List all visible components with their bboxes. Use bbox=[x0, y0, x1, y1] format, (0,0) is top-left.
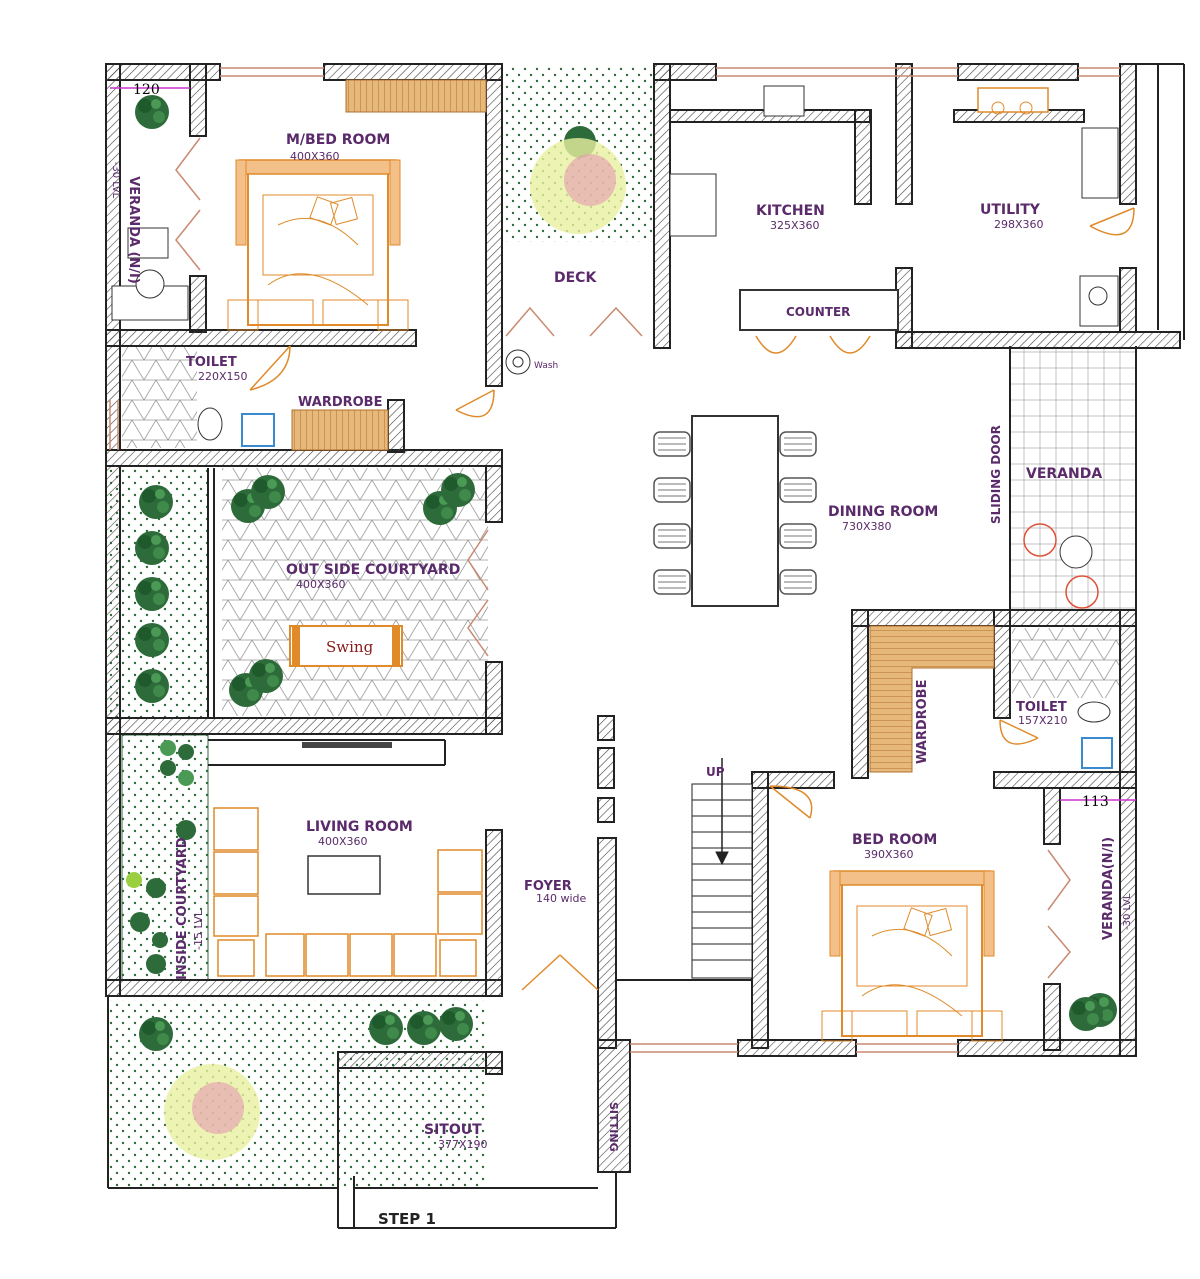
foyer-label: FOYER bbox=[524, 879, 572, 894]
folding-doors bbox=[175, 137, 1071, 979]
bed-dim: 390X360 bbox=[864, 848, 914, 861]
veranda-right-level: -30 LVL bbox=[1122, 893, 1133, 930]
walls bbox=[105, 63, 1181, 1173]
veranda-left-label: VERANDA (N/I) bbox=[126, 176, 141, 284]
dining-dim: 730X380 bbox=[842, 520, 892, 533]
outside-courtyard-dim: 400X360 bbox=[296, 578, 346, 591]
windows bbox=[109, 67, 1120, 1053]
kitchen-dim: 325X360 bbox=[770, 219, 820, 232]
veranda-east-label: VERANDA bbox=[1026, 466, 1102, 482]
wardrobe1-label: WARDROBE bbox=[298, 395, 382, 410]
master-bed-furniture bbox=[227, 159, 409, 331]
outlines bbox=[107, 63, 1185, 1229]
bedroom-bed-furniture bbox=[821, 870, 1003, 1042]
wardrobe1-unit bbox=[291, 409, 389, 451]
master-bed-label: M/BED ROOM bbox=[286, 132, 390, 148]
living-sofa bbox=[213, 807, 483, 977]
dining-table bbox=[653, 415, 817, 607]
deck-label: DECK bbox=[554, 270, 597, 286]
toilet2-dim: 157X210 bbox=[1018, 714, 1068, 727]
sitout-dim: 377X190 bbox=[438, 1138, 488, 1151]
living-label: LIVING ROOM bbox=[306, 819, 413, 835]
veranda-right-label: VERANDA(N/I) bbox=[1101, 837, 1116, 940]
veranda-desk bbox=[111, 227, 189, 321]
inside-courtyard-label: INSIDE COURTYARD bbox=[175, 837, 190, 980]
swing-label: Swing bbox=[326, 638, 374, 656]
utility-label: UTILITY bbox=[980, 202, 1041, 218]
wash-basin bbox=[505, 349, 531, 375]
veranda-chairs bbox=[1023, 523, 1099, 609]
dimension-113: 113 bbox=[1060, 794, 1136, 810]
kitchen-label: KITCHEN bbox=[756, 203, 825, 219]
dining-label: DINING ROOM bbox=[828, 504, 938, 520]
utility-dim: 298X360 bbox=[994, 218, 1044, 231]
wardrobe-top bbox=[345, 79, 487, 113]
inside-courtyard-level: -15 LVL bbox=[192, 909, 205, 950]
sliding-door-label: SLIDING DOOR bbox=[989, 425, 1003, 524]
foyer-dim: 140 wide bbox=[536, 892, 587, 905]
veranda-left-level: -30 LVL bbox=[110, 162, 121, 199]
counter-label: COUNTER bbox=[786, 305, 850, 319]
wardrobe2-unit bbox=[869, 625, 995, 773]
plants bbox=[126, 95, 1117, 1160]
step-label: STEP 1 bbox=[378, 1210, 436, 1228]
wash-label: Wash bbox=[534, 361, 558, 371]
kitchen-counter bbox=[669, 85, 1119, 354]
up-label: UP bbox=[706, 765, 725, 779]
swing-furniture bbox=[289, 625, 403, 667]
room-labels: M/BED ROOM 400X360 KITCHEN 325X360 UTILI… bbox=[110, 132, 1133, 1228]
doors bbox=[249, 207, 1135, 991]
dimension-120: 120 bbox=[110, 82, 190, 98]
svg-text:113: 113 bbox=[1082, 794, 1109, 810]
sitout-label: SITOUT bbox=[424, 1122, 482, 1138]
toilet2-floor bbox=[1012, 628, 1122, 698]
tv-unit bbox=[302, 742, 392, 748]
sitting-label: SITTING bbox=[607, 1102, 620, 1152]
toilet-fixtures bbox=[197, 407, 1113, 769]
outside-courtyard-label: OUT SIDE COURTYARD bbox=[286, 562, 460, 578]
toilet1-floor bbox=[122, 346, 197, 448]
master-bed-dim: 400X360 bbox=[290, 150, 340, 163]
toilet1-dim: 220X150 bbox=[198, 370, 248, 383]
bed-label: BED ROOM bbox=[852, 832, 937, 848]
svg-text:120: 120 bbox=[133, 82, 160, 98]
living-dim: 400X360 bbox=[318, 835, 368, 848]
wardrobe2-label: WARDROBE bbox=[915, 680, 930, 764]
toilet2-label: TOILET bbox=[1016, 700, 1067, 715]
staircase bbox=[691, 758, 753, 979]
toilet1-label: TOILET bbox=[186, 355, 237, 370]
